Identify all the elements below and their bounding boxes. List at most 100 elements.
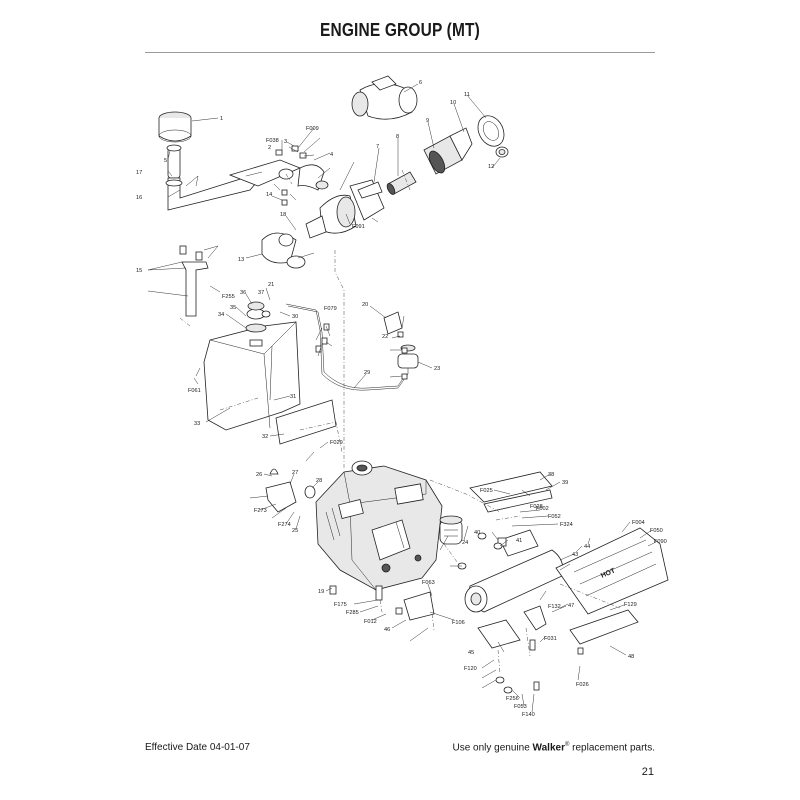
callout-F274: F274 [278,522,291,528]
fuel-line [285,303,409,391]
muffler-bracket [477,605,639,655]
callout-22: 22 [382,334,388,340]
callout-46: 46 [384,627,390,633]
callout-18: 18 [280,212,286,218]
intake-tube-assembly [165,144,302,211]
callout-27: 27 [292,470,298,476]
callout-F029: F029 [330,440,343,446]
callout-F140: F140 [522,712,535,718]
callout-F004: F004 [632,520,645,526]
callout-26: 26 [256,472,262,478]
callout-25: 25 [292,528,298,534]
callout-F061: F061 [188,388,201,394]
callout-3: 3 [284,139,287,145]
intake-elbow [261,232,306,269]
heat-shield: HOT [555,527,669,615]
callout-F079: F079 [324,306,337,312]
callout-F038: F038 [266,138,279,144]
callout-15: 15 [136,268,142,274]
callout-F053: F053 [514,704,527,710]
callout-F012: F012 [364,619,377,625]
fuel-filter [383,311,419,369]
callout-33: 33 [194,421,200,427]
callout-10: 10 [450,100,456,106]
callout-39: 39 [562,480,568,486]
air-cleaner-cover [477,115,505,147]
callout-28: 28 [316,478,322,484]
fuel-tank-bracket [179,245,209,317]
callout-43: 43 [572,552,578,558]
replacement-parts-notice: Use only genuine Walker® replacement par… [452,742,655,753]
callout-F028: F028 [530,504,543,510]
callout-41: 41 [516,538,522,544]
callout-24: 24 [462,540,468,546]
hose-clamp-fittings [275,145,329,206]
title-divider [145,52,655,53]
throttle-bracket [265,468,316,513]
callout-F120: F120 [464,666,477,672]
callout-35: 35 [230,305,236,311]
callout-2: 2 [268,145,271,151]
callout-4: 4 [330,152,333,158]
callout-17: 17 [136,170,142,176]
muffler [464,529,564,613]
callout-48: 48 [628,654,634,660]
callout-F002: F002 [536,506,549,512]
callout-5: 5 [164,158,167,164]
callout-20: 20 [362,302,368,308]
notice-suffix: replacement parts. [569,742,655,754]
callout-30: 30 [292,314,298,320]
callout-F255: F255 [222,294,235,300]
page-number: 21 [641,766,654,778]
callout-37: 37 [258,290,264,296]
effective-date: Effective Date 04-01-07 [145,742,250,753]
callout-F132: F132 [548,604,561,610]
callout-47: 47 [568,603,574,609]
callout-F031: F031 [544,636,557,642]
callout-34: 34 [218,312,224,318]
callout-F273: F273 [254,508,267,514]
safety-filter [386,171,417,195]
callout-F285: F285 [346,610,359,616]
leader-lines [147,83,657,713]
callout-36: 36 [240,290,246,296]
callout-8: 8 [396,134,399,140]
engine-block [315,460,443,591]
evacuator-valve [495,146,509,158]
callout-11: 11 [464,92,470,98]
callout-32: 32 [262,434,268,440]
callout-7: 7 [376,144,379,150]
callout-12: 12 [488,164,494,170]
callout-F324: F324 [560,522,573,528]
callout-F256: F256 [506,696,519,702]
callout-1: 1 [220,116,223,122]
callout-23: 23 [434,366,440,372]
callout-21: 21 [268,282,274,288]
air-cleaner-body-upper [351,75,418,120]
callout-19: 19 [318,589,324,595]
callout-F009: F009 [306,126,319,132]
oil-filter [439,515,463,545]
fuel-tank [203,301,301,431]
precleaner-cap [158,111,192,143]
air-cleaner-body-lower [305,179,385,239]
callout-14: 14 [266,192,272,198]
callout-F026: F026 [576,682,589,688]
page-title: ENGINE GROUP (MT) [319,20,481,40]
callout-29: 29 [364,370,370,376]
callout-F063: F063 [422,580,435,586]
callout-45: 45 [468,650,474,656]
callout-40: 40 [474,530,480,536]
engine-mount-bracket [375,585,435,621]
assembly-centerlines [179,169,621,675]
callout-F052: F052 [548,514,561,520]
callout-labels: 1 2 3 4 5 6 7 8 9 10 11 12 13 14 15 16 1… [136,80,667,718]
callout-F025: F025 [480,488,493,494]
callout-F050: F050 [650,528,663,534]
callout-F090: F090 [654,539,667,545]
tail-pipe-clamps [457,532,540,694]
callout-16: 16 [136,195,142,201]
oil-drain-plug [329,585,337,595]
callout-F175: F175 [334,602,347,608]
